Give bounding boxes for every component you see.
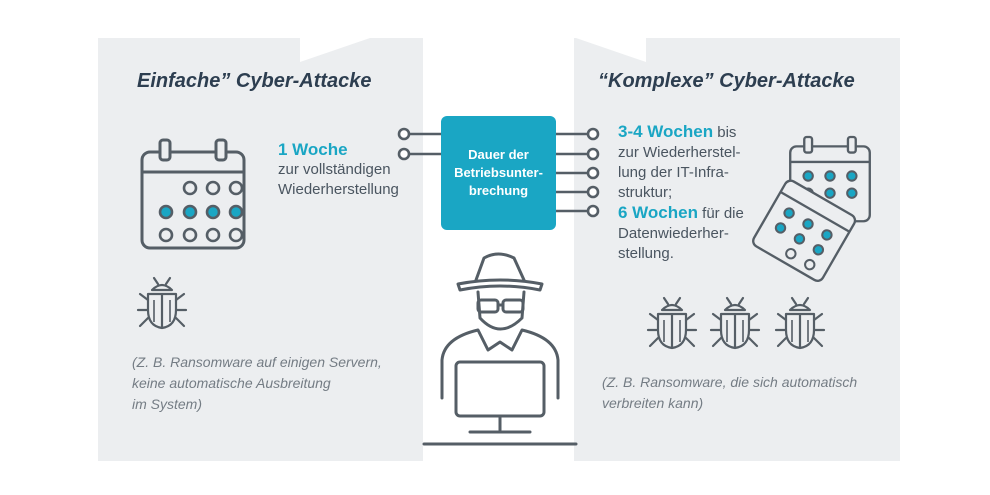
complex-attack-duration-text: 3-4 Wochen bis zur Wiederherstel- lung d… xyxy=(618,122,778,264)
left-panel xyxy=(98,38,423,461)
complex-attack-title: “Komplexe” Cyber-Attacke xyxy=(598,70,855,92)
simple-attack-example-note: (Z. B. Ransomware auf einigen Servern, k… xyxy=(132,352,412,415)
bug-icon xyxy=(136,276,188,330)
simple-attack-duration-text: 1 Woche zur vollständigen Wiederherstell… xyxy=(278,140,423,200)
complex-attack-text: Datenwiederher- xyxy=(618,225,729,242)
complex-attack-text: zur Wiederherstel- xyxy=(618,144,741,161)
right-panel xyxy=(574,38,900,461)
complex-attack-example-note: (Z. B. Ransomware, die sich automatisch … xyxy=(602,372,892,414)
calendar-icon xyxy=(752,179,857,282)
right-panel-corner xyxy=(576,38,646,62)
complex-attack-text: struktur; xyxy=(618,184,673,201)
simple-attack-duration: 1 Woche xyxy=(278,140,348,159)
bug-icon xyxy=(646,296,698,350)
complex-attack-text: für die xyxy=(697,205,744,222)
complex-attack-duration-data: 6 Wochen xyxy=(618,203,698,222)
left-panel-corner xyxy=(300,38,370,62)
downtime-label-line: brechung xyxy=(468,183,529,198)
downtime-label-line: Dauer der xyxy=(468,147,529,162)
bug-icon xyxy=(709,296,761,350)
simple-attack-description-line: Wiederherstellung xyxy=(278,181,399,198)
complex-attack-text: bis xyxy=(713,124,737,141)
complex-attack-text: stellung. xyxy=(618,245,674,262)
simple-attack-title: Einfache” Cyber-Attacke xyxy=(137,70,372,92)
note-line: verbreiten kann) xyxy=(602,395,704,411)
simple-attack-description-line: zur vollständigen xyxy=(278,161,391,178)
note-line: keine automatische Ausbreitung xyxy=(132,375,331,391)
circuit-connector-icon xyxy=(397,127,600,218)
hacker-icon xyxy=(422,252,578,446)
complex-attack-duration-infrastructure: 3-4 Wochen xyxy=(618,122,714,141)
calendar-icon xyxy=(140,138,246,250)
note-line: (Z. B. Ransomware auf einigen Servern, xyxy=(132,354,382,370)
note-line: (Z. B. Ransomware, die sich automatisch xyxy=(602,374,858,390)
complex-attack-text: lung der IT-Infra- xyxy=(618,164,729,181)
downtime-duration-box: Dauer der Betriebsunter- brechung xyxy=(441,116,556,230)
downtime-label-line: Betriebsunter- xyxy=(454,165,543,180)
bug-icon xyxy=(774,296,826,350)
note-line: im System) xyxy=(132,396,202,412)
